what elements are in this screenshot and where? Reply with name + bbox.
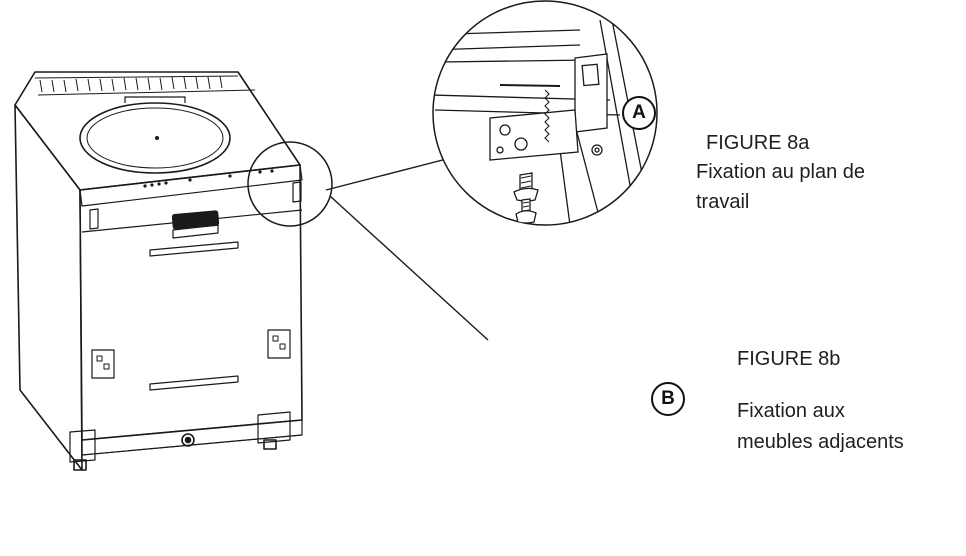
figure-8b-caption-line1: Fixation aux	[737, 400, 845, 422]
callout-b-badge: B	[651, 382, 685, 416]
callout-a-badge: A	[622, 96, 656, 130]
dishwasher-illustration	[14, 71, 303, 471]
figure-8b-title: FIGURE 8b	[737, 348, 841, 370]
leader-line-b	[329, 195, 489, 341]
zoom-source-circle	[247, 141, 333, 227]
detail-a-illustration	[432, 0, 658, 226]
leader-line-a	[325, 154, 463, 191]
figure-8b-caption-line2: meubles adjacents	[737, 431, 904, 453]
figure-8a-caption-line1: Fixation au plan de	[696, 161, 866, 183]
figure-8a-caption-line2: travail	[696, 191, 750, 213]
figure-8a-title: FIGURE 8a	[706, 132, 810, 154]
